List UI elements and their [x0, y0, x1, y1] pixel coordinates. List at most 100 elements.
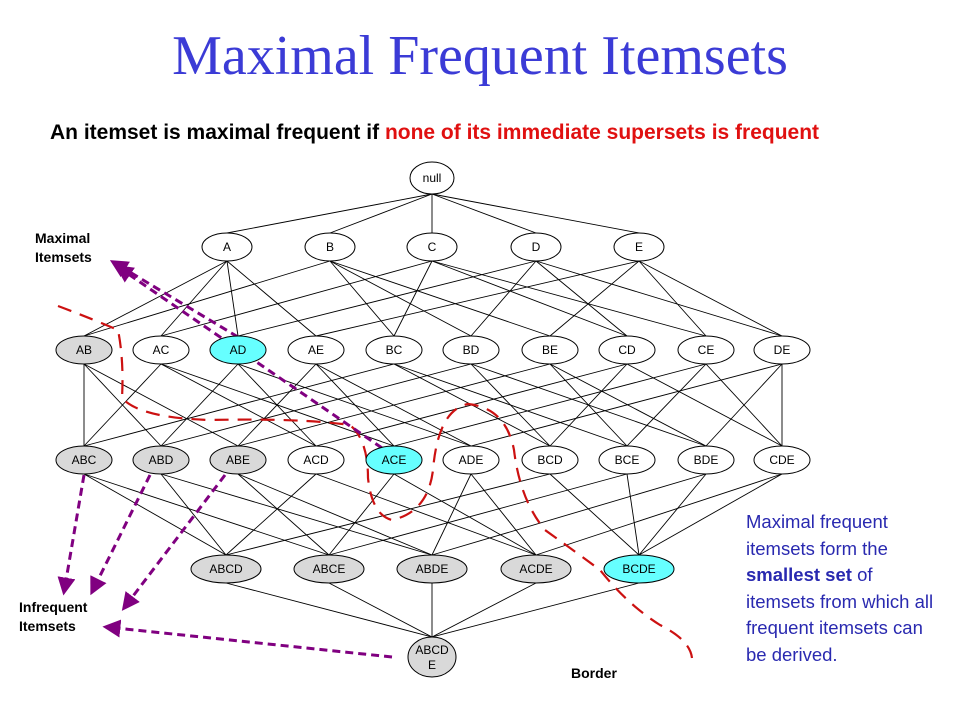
lattice-edge: [83, 260, 331, 337]
node-ellipse: [209, 335, 267, 365]
itemset-node-de: DE: [753, 335, 811, 365]
lattice-edge: [328, 473, 395, 556]
lattice-edge: [315, 260, 640, 337]
lattice-edge: [226, 260, 317, 337]
lattice-edge: [226, 260, 239, 337]
lattice-edge: [328, 582, 433, 638]
itemset-node-a: A: [201, 232, 253, 262]
itemset-node-abe: ABE: [209, 445, 267, 475]
itemset-node-ae: AE: [287, 335, 345, 365]
node-ellipse: [287, 445, 345, 475]
node-label: ABE: [226, 453, 250, 467]
lattice-edge: [393, 363, 628, 447]
node-label: B: [326, 240, 334, 254]
lattice-edge: [638, 473, 707, 556]
node-ellipse: [753, 445, 811, 475]
lattice-edge: [160, 363, 472, 447]
node-ellipse: [442, 335, 500, 365]
lattice-edge: [328, 473, 628, 556]
node-ellipse: [521, 335, 579, 365]
lattice-edge: [626, 363, 707, 447]
itemset-node-c: C: [406, 232, 458, 262]
border-line: [57, 304, 694, 659]
lattice-edge: [237, 260, 537, 337]
lattice-edge: [160, 363, 239, 447]
itemset-node-cde: CDE: [753, 445, 811, 475]
node-ellipse: [209, 445, 267, 475]
node-ellipse: [132, 445, 190, 475]
node-label: CD: [618, 343, 636, 357]
lattice-edge: [549, 473, 640, 556]
node-label: E: [635, 240, 643, 254]
node-ellipse: [500, 554, 572, 584]
node-ellipse: [442, 445, 500, 475]
node-label: null: [423, 171, 442, 185]
lattice-edge: [160, 363, 395, 447]
maximal-itemsets-label: Maximal Itemsets: [35, 229, 92, 267]
lattice-edge: [315, 363, 472, 447]
node-label: BCDE: [622, 562, 655, 576]
node-label: CDE: [769, 453, 794, 467]
maximal-note: Maximal frequent itemsets form the small…: [746, 509, 946, 668]
lattice-edge: [329, 260, 395, 337]
itemset-node-abce: ABCE: [293, 554, 365, 584]
itemset-node-null: null: [409, 161, 455, 195]
node-ellipse: [132, 335, 190, 365]
itemset-node-be: BE: [521, 335, 579, 365]
node-ellipse: [521, 445, 579, 475]
node-label: AD: [230, 343, 247, 357]
infrequent-label-line1: Infrequent: [19, 599, 88, 615]
itemset-node-abcd: ABCD: [190, 554, 262, 584]
node-ellipse: [55, 445, 113, 475]
lattice-edge: [470, 363, 783, 447]
note-text: Maximal frequent itemsets form the: [746, 511, 888, 559]
node-ellipse: [753, 335, 811, 365]
node-ellipse: [677, 335, 735, 365]
note-text-end: of itemsets from which all frequent item…: [746, 564, 934, 665]
lattice-edge: [329, 260, 551, 337]
itemset-node-e: E: [613, 232, 665, 262]
note-emphasis: smallest set: [746, 564, 852, 585]
arrow-infrequent-from-abcde: [102, 619, 393, 659]
lattice-edge: [315, 473, 537, 556]
itemset-node-bde: BDE: [677, 445, 735, 475]
node-label: ABCD: [415, 643, 449, 657]
node-label: BDE: [694, 453, 719, 467]
lattice-edge: [431, 473, 707, 556]
itemset-node-ace: ACE: [365, 445, 423, 475]
lattice-edge: [226, 193, 433, 234]
node-label: BD: [463, 343, 480, 357]
lattice-edge: [393, 473, 537, 556]
definition-highlight: none of its immediate supersets is frequ…: [384, 121, 820, 144]
arrow-infrequent-from-abd: [90, 474, 152, 596]
lattice-edge: [470, 260, 537, 337]
node-label: AB: [76, 343, 92, 357]
itemset-node-abc: ABC: [55, 445, 113, 475]
border-label: Border: [571, 665, 617, 681]
lattice-edge: [431, 260, 628, 337]
node-ellipse: [304, 232, 356, 262]
maximal-label-line1: Maximal: [35, 230, 91, 246]
itemset-node-bcd: BCD: [521, 445, 579, 475]
lattice-edge: [638, 260, 783, 337]
lattice-edge: [237, 473, 433, 556]
node-ellipse: [396, 554, 468, 584]
lattice-edge: [225, 582, 433, 638]
infrequent-itemsets-label: Infrequent Itemsets: [19, 598, 87, 636]
lattice-edge: [549, 363, 707, 447]
lattice-edge: [535, 473, 783, 556]
node-label: ABCD: [209, 562, 243, 576]
node-label: A: [223, 240, 231, 254]
itemset-node-bd: BD: [442, 335, 500, 365]
node-label: ABD: [149, 453, 174, 467]
itemset-node-acde: ACDE: [500, 554, 572, 584]
node-label: ABC: [72, 453, 97, 467]
lattice-edge: [83, 473, 330, 556]
itemset-node-b: B: [304, 232, 356, 262]
node-ellipse: [510, 232, 562, 262]
lattice-edge: [329, 193, 433, 234]
lattice-edge: [535, 260, 783, 337]
node-ellipse: [407, 636, 457, 678]
lattice-edge: [160, 363, 317, 447]
